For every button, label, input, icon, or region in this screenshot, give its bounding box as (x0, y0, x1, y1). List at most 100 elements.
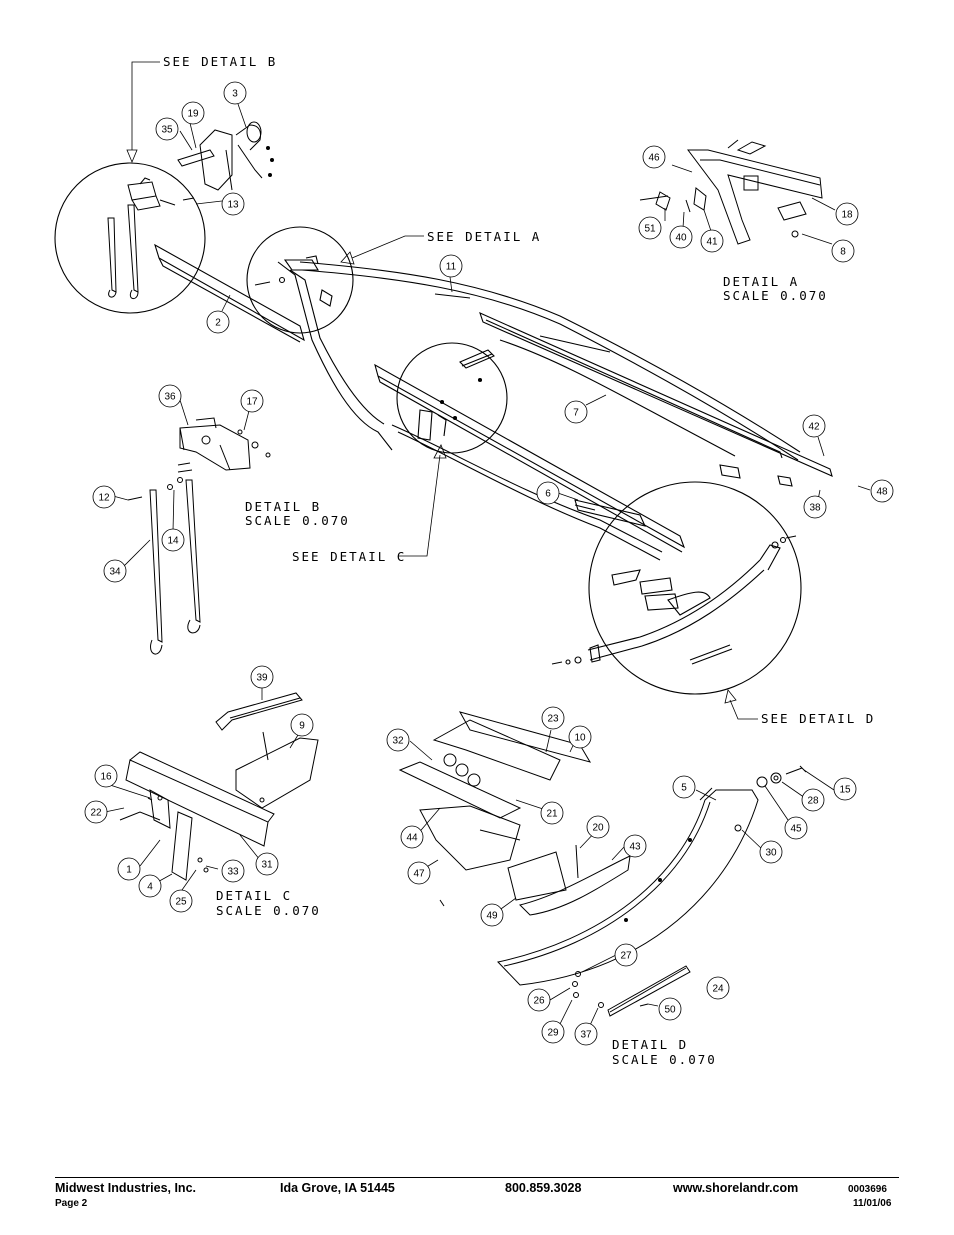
callout-7: 7 (564, 400, 588, 424)
svg-text:10: 10 (574, 733, 586, 744)
callout-49: 49 (480, 903, 504, 927)
svg-text:40: 40 (675, 233, 687, 244)
svg-text:37: 37 (580, 1030, 592, 1041)
callout-2: 2 (206, 310, 230, 334)
detail-a-circle (246, 226, 354, 334)
callout-3: 3 (223, 81, 247, 105)
svg-text:34: 34 (109, 567, 121, 578)
callout-16: 16 (94, 764, 118, 788)
callout-23: 23 (541, 706, 565, 730)
callout-32: 32 (386, 728, 410, 752)
footer-page-number: Page 2 (55, 1198, 88, 1209)
callout-12: 12 (92, 485, 116, 509)
detail-d-title: DETAIL D (612, 1037, 688, 1052)
callout-39: 39 (250, 665, 274, 689)
footer-website[interactable]: www.shorelandr.com (673, 1181, 799, 1195)
svg-text:43: 43 (629, 842, 641, 853)
trailer-frame (154, 243, 833, 665)
svg-text:6: 6 (545, 489, 551, 500)
svg-text:7: 7 (573, 408, 579, 419)
callout-9: 9 (290, 713, 314, 737)
svg-text:35: 35 (161, 125, 173, 136)
svg-text:25: 25 (175, 897, 187, 908)
callout-18: 18 (835, 202, 859, 226)
svg-text:45: 45 (790, 824, 802, 835)
callout-27: 27 (614, 943, 638, 967)
callout-30: 30 (759, 840, 783, 864)
footer-company: Midwest Industries, Inc. (55, 1181, 196, 1195)
svg-text:11: 11 (446, 262, 457, 273)
svg-text:48: 48 (876, 487, 888, 498)
svg-text:28: 28 (807, 796, 819, 807)
svg-text:27: 27 (620, 951, 632, 962)
callout-25: 25 (169, 889, 193, 913)
footer-date: 11/01/06 (853, 1198, 892, 1209)
svg-text:29: 29 (547, 1028, 559, 1039)
svg-text:20: 20 (592, 823, 604, 834)
svg-text:2: 2 (215, 318, 221, 329)
callout-4: 4 (138, 874, 162, 898)
footer-rule (55, 1177, 899, 1178)
callout-35: 35 (155, 117, 179, 141)
svg-text:49: 49 (486, 911, 498, 922)
callout-51: 51 (638, 216, 662, 240)
svg-text:46: 46 (648, 153, 660, 164)
svg-text:51: 51 (644, 224, 656, 235)
svg-text:31: 31 (261, 860, 273, 871)
callout-45: 45 (784, 816, 808, 840)
detail-b-inset-parts (107, 177, 195, 299)
callout-8: 8 (831, 239, 855, 263)
callout-20: 20 (586, 815, 610, 839)
detail-c-circle (396, 342, 508, 454)
detail-d-drawing (398, 711, 807, 1017)
svg-text:3: 3 (232, 89, 238, 100)
callout-47: 47 (407, 861, 431, 885)
svg-text:16: 16 (100, 772, 112, 783)
svg-text:13: 13 (227, 200, 239, 211)
svg-text:17: 17 (246, 397, 258, 408)
svg-text:8: 8 (840, 247, 846, 258)
detail-c-title: DETAIL C (216, 888, 292, 903)
detail-circles (54, 162, 802, 695)
detail-c-drawing (119, 692, 319, 881)
footer-doc-number: 0003696 (848, 1184, 887, 1195)
winch-assembly (177, 121, 274, 191)
svg-text:1: 1 (126, 865, 132, 876)
callout-1: 1 (117, 857, 141, 881)
see-detail-c-label: SEE DETAIL C (292, 549, 406, 564)
svg-text:18: 18 (841, 210, 853, 221)
callout-46: 46 (642, 145, 666, 169)
callout-11: 11 (439, 254, 463, 278)
svg-text:23: 23 (547, 714, 559, 725)
svg-text:15: 15 (839, 785, 851, 796)
callout-28: 28 (801, 788, 825, 812)
see-detail-a-label: SEE DETAIL A (427, 229, 541, 244)
detail-c-scale: SCALE 0.070 (216, 903, 321, 918)
part-callouts: 19 3 35 13 2 11 46 18 51 40 41 8 7 42 36… (84, 81, 894, 1046)
callout-43: 43 (623, 834, 647, 858)
callout-33: 33 (221, 859, 245, 883)
callout-29: 29 (541, 1020, 565, 1044)
detail-labels: SEE DETAIL B SEE DETAIL A SEE DETAIL C S… (163, 54, 873, 1067)
svg-text:41: 41 (706, 237, 718, 248)
detail-b-drawing (127, 417, 271, 655)
detail-b-circle (54, 162, 206, 314)
callout-50: 50 (658, 997, 682, 1021)
detail-b-scale: SCALE 0.070 (245, 513, 350, 528)
svg-text:47: 47 (413, 869, 425, 880)
svg-text:30: 30 (765, 848, 777, 859)
callout-5: 5 (672, 775, 696, 799)
callout-22: 22 (84, 800, 108, 824)
detail-d-circle (588, 481, 802, 695)
callout-38: 38 (803, 495, 827, 519)
callout-17: 17 (240, 389, 264, 413)
svg-text:26: 26 (533, 996, 545, 1007)
svg-text:42: 42 (808, 422, 820, 433)
svg-text:36: 36 (164, 392, 176, 403)
callout-10: 10 (568, 725, 592, 749)
detail-b-title: DETAIL B (245, 499, 321, 514)
callout-19: 19 (181, 101, 205, 125)
detail-d-scale: SCALE 0.070 (612, 1052, 717, 1067)
callout-24: 24 (706, 976, 730, 1000)
